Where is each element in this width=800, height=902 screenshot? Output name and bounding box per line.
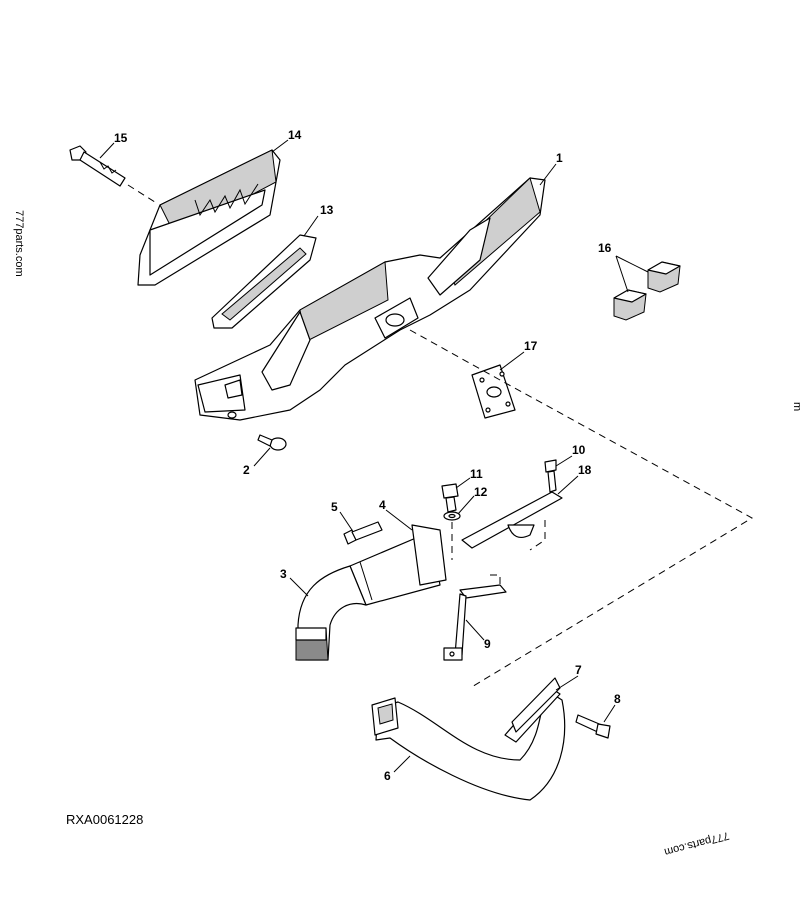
part-7-clamp xyxy=(504,677,561,743)
callout-11: 11 xyxy=(455,467,483,489)
svg-text:15: 15 xyxy=(114,131,128,145)
callout-4: 4 xyxy=(379,498,413,531)
callout-13: 13 xyxy=(303,203,334,237)
svg-text:16: 16 xyxy=(598,241,612,255)
part-15-bolt xyxy=(69,145,159,205)
svg-text:18: 18 xyxy=(578,463,592,477)
callout-16: 16 xyxy=(598,241,649,293)
svg-text:6: 6 xyxy=(384,769,391,783)
part-3-elbow-duct xyxy=(295,565,367,661)
part-8-bolt xyxy=(575,714,611,739)
svg-text:17: 17 xyxy=(524,339,538,353)
part-10-bolt xyxy=(544,459,557,493)
part-14-filter-cover xyxy=(137,149,281,286)
callout-5: 5 xyxy=(331,500,353,531)
callout-1: 1 xyxy=(539,151,563,186)
svg-text:8: 8 xyxy=(614,692,621,706)
callout-9: 9 xyxy=(465,619,491,651)
part-12-washer xyxy=(443,511,461,521)
callout-14: 14 xyxy=(271,128,302,153)
callout-15: 15 xyxy=(99,131,128,159)
callout-10: 10 xyxy=(555,443,586,467)
svg-text:11: 11 xyxy=(470,467,483,481)
svg-text:9: 9 xyxy=(484,637,491,651)
svg-text:3: 3 xyxy=(280,567,287,581)
part-1-duct-housing xyxy=(194,177,546,421)
part-11-bolt xyxy=(441,483,459,513)
svg-text:12: 12 xyxy=(474,485,488,499)
svg-text:7: 7 xyxy=(575,663,582,677)
part-6-lower-duct xyxy=(371,689,566,801)
part-4-bellows xyxy=(349,524,447,606)
edge-mark: m xyxy=(791,402,800,411)
svg-text:13: 13 xyxy=(320,203,334,217)
callout-18: 18 xyxy=(557,463,592,495)
part-18-bracket xyxy=(461,491,563,551)
callout-8: 8 xyxy=(603,692,621,723)
part-17-gasket xyxy=(471,364,516,419)
svg-text:4: 4 xyxy=(379,498,386,512)
svg-text:2: 2 xyxy=(243,463,250,477)
watermark-left: 777parts.com xyxy=(13,210,25,277)
part-16-cubes xyxy=(613,261,681,321)
part-2-screw xyxy=(257,434,287,451)
part-9-support xyxy=(443,574,507,661)
callout-6: 6 xyxy=(384,755,411,783)
part-13-filter-element xyxy=(211,234,317,329)
svg-text:14: 14 xyxy=(288,128,302,142)
callout-7: 7 xyxy=(555,663,582,691)
callout-2: 2 xyxy=(243,447,271,477)
svg-text:10: 10 xyxy=(572,443,586,457)
callout-12: 12 xyxy=(457,485,488,515)
svg-text:5: 5 xyxy=(331,500,338,514)
figure-reference: RXA0061228 xyxy=(66,812,143,827)
part-5-bolt xyxy=(343,521,383,545)
svg-text:1: 1 xyxy=(556,151,563,165)
callout-3: 3 xyxy=(280,567,309,597)
watermark-bottom: 777parts.com xyxy=(663,829,730,858)
callout-17: 17 xyxy=(499,339,538,371)
